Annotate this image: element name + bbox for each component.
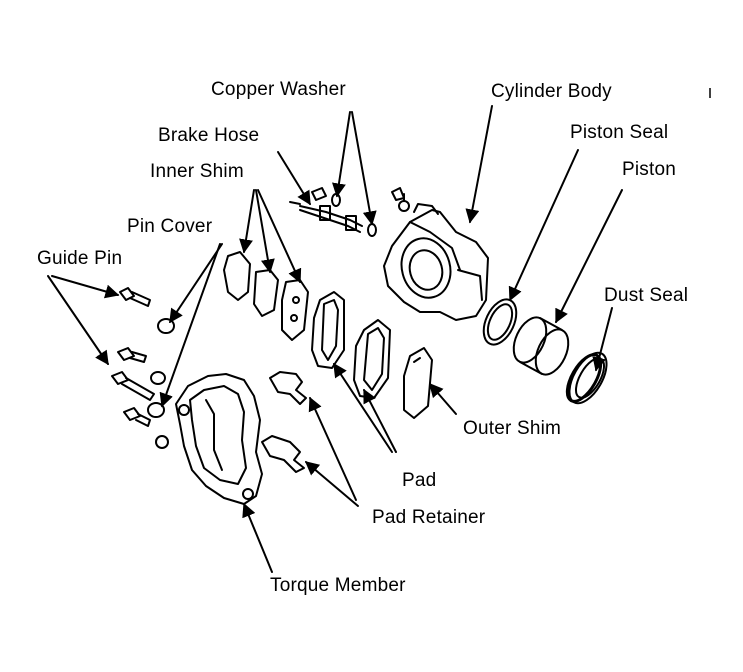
label-pin-cover: Pin Cover xyxy=(127,216,213,237)
leader-brake-hose xyxy=(277,151,311,206)
inner-shim-part xyxy=(224,252,308,340)
label-cylinder-body: Cylinder Body xyxy=(491,81,612,102)
brake-hose-part xyxy=(290,202,362,232)
leader-outer-shim xyxy=(429,382,457,415)
leader-pad-2 xyxy=(363,388,397,453)
pin-cover-part xyxy=(148,319,174,448)
leader-piston-seal xyxy=(508,149,579,302)
piston-seal-part xyxy=(477,294,523,349)
dust-seal-part xyxy=(561,347,615,409)
pad-part xyxy=(312,292,390,398)
leader-pin-cover-1 xyxy=(169,243,223,324)
leader-pin-cover-2 xyxy=(159,243,221,408)
leader-lines xyxy=(47,105,623,573)
label-outer-shim: Outer Shim xyxy=(463,418,562,439)
leader-pad-1 xyxy=(333,362,393,453)
leader-dust-seal xyxy=(592,307,613,372)
torque-member-part xyxy=(176,374,262,504)
label-inner-shim: Inner Shim xyxy=(150,161,244,182)
outer-shim-part xyxy=(404,348,432,418)
label-brake-hose: Brake Hose xyxy=(158,125,260,146)
cylinder-body-part xyxy=(384,194,488,320)
label-pad: Pad xyxy=(402,470,437,491)
leader-pad-retainer-1 xyxy=(308,396,357,501)
label-dust-seal: Dust Seal xyxy=(604,285,689,306)
label-torque-member: Torque Member xyxy=(270,575,406,596)
pad-retainer-part xyxy=(262,372,306,472)
leader-torque-member xyxy=(242,502,273,573)
label-guide-pin: Guide Pin xyxy=(37,248,123,269)
leader-guide-pin-1 xyxy=(51,275,120,299)
piston-part xyxy=(507,312,575,379)
label-piston-seal: Piston Seal xyxy=(570,122,669,143)
leader-piston xyxy=(555,189,623,324)
leader-copper-washer-1 xyxy=(332,111,351,198)
label-piston: Piston xyxy=(622,159,677,180)
leader-pad-retainer-2 xyxy=(304,461,359,507)
label-pad-retainer: Pad Retainer xyxy=(372,507,486,528)
leader-inner-shim-3 xyxy=(257,189,302,284)
copper-washer-part xyxy=(312,188,404,236)
leader-guide-pin-2 xyxy=(47,275,109,366)
leader-inner-shim-2 xyxy=(255,189,275,274)
label-copper-washer: Copper Washer xyxy=(211,79,346,100)
guide-pin-part xyxy=(112,288,154,426)
leader-copper-washer-2 xyxy=(351,111,377,226)
leader-inner-shim-1 xyxy=(239,189,255,254)
leader-cylinder-body xyxy=(465,105,493,224)
